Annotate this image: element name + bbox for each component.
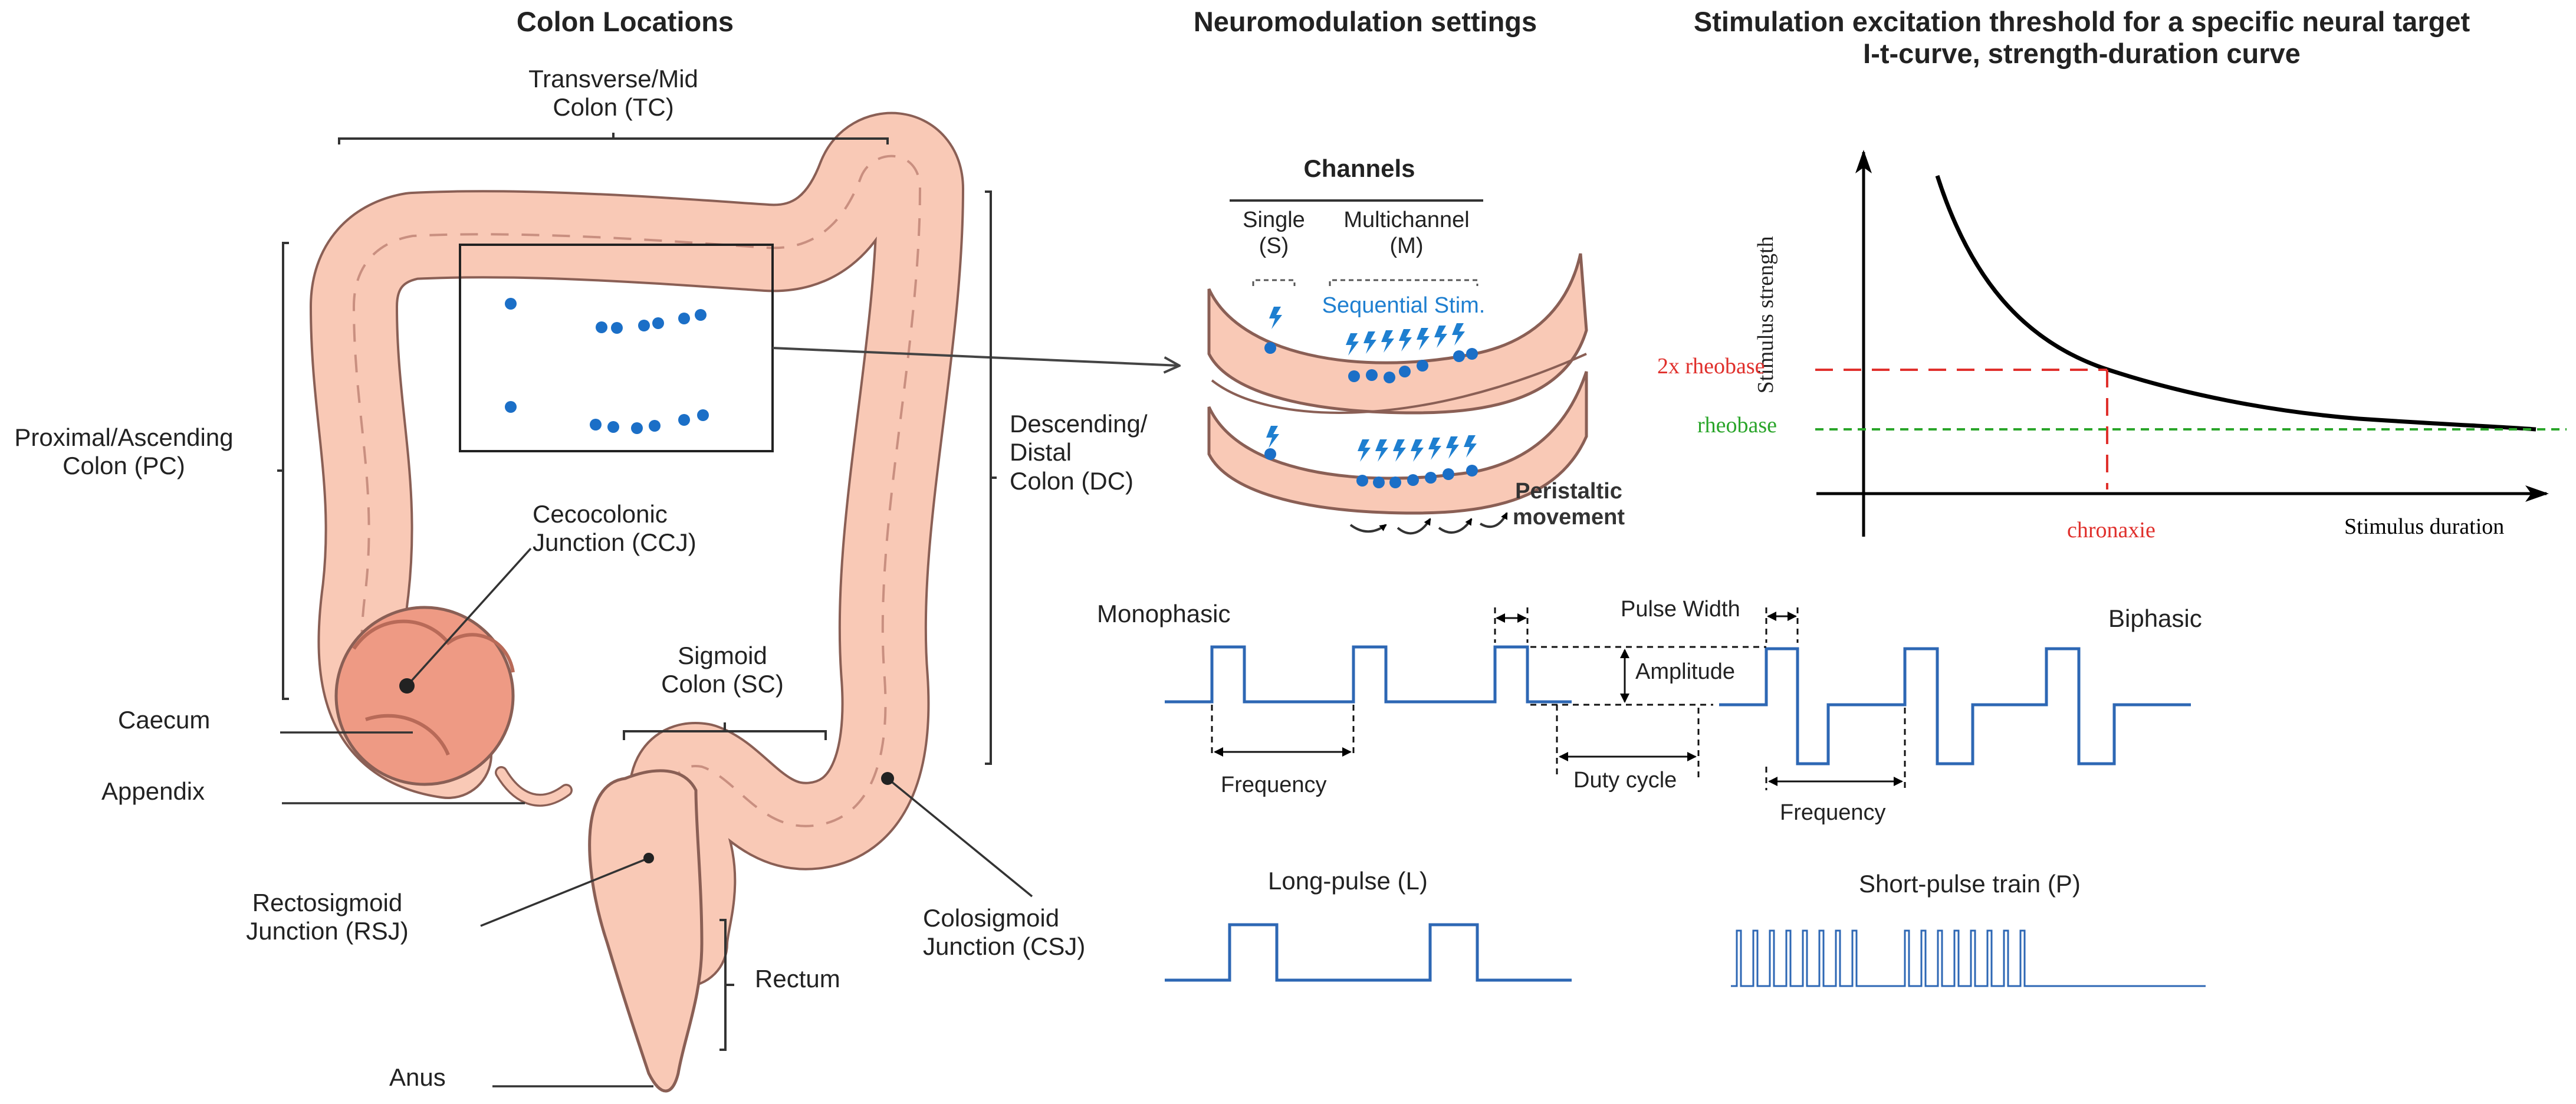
colon-leader-dots — [399, 678, 894, 863]
monophasic-waveform — [1165, 645, 1572, 704]
label-pulse-width: Pulse Width — [1621, 597, 1740, 622]
threshold-panel-title: Stimulation excitation threshold for a s… — [1693, 6, 2470, 70]
label-appendix: Appendix — [101, 777, 205, 805]
label-biphasic: Biphasic — [2108, 604, 2202, 632]
label-frequency-monophasic: Frequency — [1221, 773, 1327, 797]
label-rectum: Rectum — [755, 965, 840, 993]
label-proximal-colon: Proximal/Ascending Colon (PC) — [14, 423, 234, 480]
label-2x-rheobase: 2x rheobase — [1657, 354, 1765, 379]
channels-illustration — [1207, 199, 1588, 535]
waveform-annotations — [1211, 607, 1906, 790]
long-pulse-waveform — [1165, 923, 1572, 982]
label-transverse-colon: Transverse/Mid Colon (TC) — [528, 65, 698, 121]
label-amplitude: Amplitude — [1635, 659, 1735, 684]
label-anus: Anus — [389, 1063, 446, 1091]
label-frequency-biphasic: Frequency — [1780, 800, 1886, 825]
neuromodulation-panel-title: Neuromodulation settings — [1193, 6, 1537, 37]
zoom-arrow — [772, 347, 1179, 366]
biphasic-waveform — [1719, 647, 2191, 765]
label-sigmoid-colon: Sigmoid Colon (SC) — [661, 642, 784, 698]
label-caecum: Caecum — [118, 706, 211, 734]
label-long-pulse: Long-pulse (L) — [1268, 867, 1428, 895]
label-peristaltic-movement: Peristaltic movement — [1512, 479, 1625, 530]
label-rheobase: rheobase — [1697, 413, 1777, 438]
colon-taenia — [352, 155, 922, 838]
label-multichannel: Multichannel (M) — [1343, 208, 1470, 258]
label-sequential-stim: Sequential Stim. — [1322, 293, 1486, 318]
strength-duration-curve — [1935, 175, 2536, 432]
short-pulse-train-waveform — [1731, 929, 2206, 987]
label-descending-colon: Descending/ Distal Colon (DC) — [1010, 410, 1148, 495]
colon-panel-title: Colon Locations — [516, 6, 734, 37]
label-monophasic: Monophasic — [1097, 600, 1231, 627]
colon-brackets — [277, 133, 997, 1051]
label-ccj: Cecocolonic Junction (CCJ) — [533, 500, 696, 557]
channels-header: Channels — [1303, 155, 1415, 182]
rectum-shape — [588, 769, 704, 1093]
caecum-shape — [334, 606, 515, 786]
sd-curve-axes — [1816, 150, 2549, 537]
colon-electrode-dots — [505, 298, 709, 434]
colon-leader-lines — [280, 547, 1033, 1087]
label-chronaxie: chronaxie — [2067, 518, 2156, 543]
label-csj: Colosigmoid Junction (CSJ) — [923, 904, 1086, 961]
x-axis-label: Stimulus duration — [2344, 514, 2505, 539]
label-duty-cycle: Duty cycle — [1573, 768, 1677, 793]
label-single-channel: Single (S) — [1243, 208, 1305, 258]
label-rsj: Rectosigmoid Junction (RSJ) — [246, 889, 409, 945]
colon-illustration — [310, 111, 1179, 1093]
label-short-pulse-train: Short-pulse train (P) — [1859, 870, 2081, 898]
